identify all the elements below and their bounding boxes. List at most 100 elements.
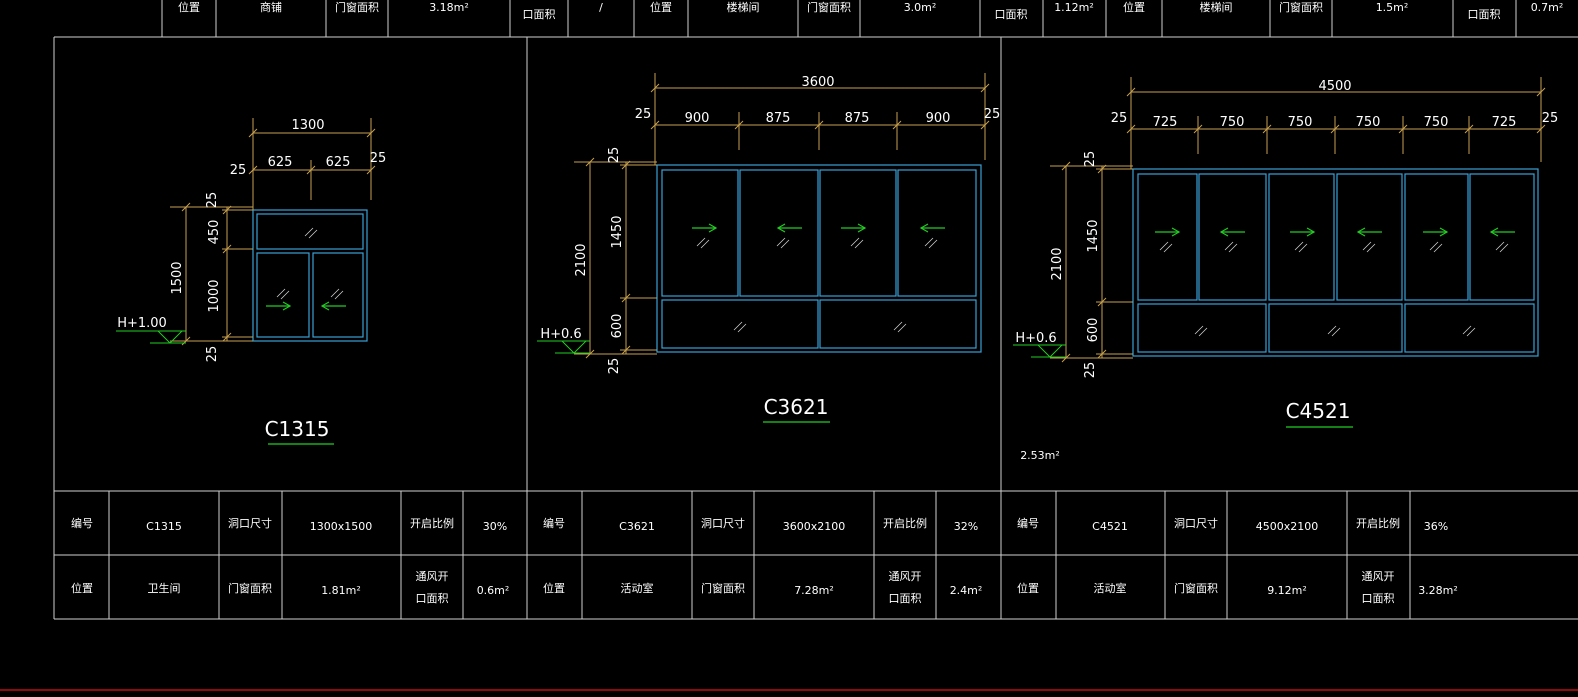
t2-code: C3621 [619,520,655,533]
top-cell-11: 1.12m² [1054,1,1094,14]
top-cell-1: 商铺 [260,0,282,14]
t1-vent-label-1: 通风开 [416,570,449,583]
c4521-width-2: 750 [1220,115,1245,130]
t2-vent-area: 2.4m² [950,584,983,597]
c4521-height-3: 600 [1086,318,1101,343]
t1-ratio-label: 开启比例 [410,516,454,530]
window-c1315-frame [252,209,368,342]
c4521-height-4: 25 [1083,362,1098,379]
window-c3621-glass-marks [696,237,938,333]
drawing-frame [53,36,1578,620]
c1315-gap-left: 25 [230,163,247,178]
c4521-width-6: 725 [1492,115,1517,130]
c1315-sill-marker [116,330,186,344]
window-c3621-dim-lines [574,73,990,359]
c3621-total-width: 3600 [801,75,834,90]
window-c1315-glass-marks [276,227,344,300]
t2-code-label: 编号 [543,516,565,530]
t2-area-label: 门窗面积 [701,581,745,595]
t1-area-label: 门窗面积 [228,581,272,595]
c3621-height-2: 1450 [610,215,625,248]
c4521-height-2: 1450 [1086,219,1101,252]
top-cell-2: 门窗面积 [335,0,379,14]
c1315-width-2: 625 [326,155,351,170]
c1315-width-1: 625 [268,155,293,170]
c3621-height-1: 25 [607,147,622,164]
t2-position-label: 位置 [543,581,565,595]
c4521-total-height: 2100 [1050,247,1065,280]
top-cell-17: 0.7m² [1531,1,1564,14]
t1-position: 卫生间 [148,581,181,595]
window-c1315: 1300 625 625 25 25 1500 25 450 1000 25 H… [116,118,386,445]
window-c1315-dim-lines [170,118,376,346]
c1315-title: C1315 [265,417,330,441]
t2-size-label: 洞口尺寸 [701,516,745,530]
c3621-height-4: 25 [607,358,622,375]
top-cell-13: 楼梯间 [1200,0,1233,14]
c4521-title: C4521 [1286,399,1351,423]
t3-code-label: 编号 [1017,516,1039,530]
t2-vent-label-2: 口面积 [889,592,922,605]
t3-size: 4500x2100 [1256,520,1319,533]
window-c4521: 4500 725 750 750 750 750 725 25 25 2100 … [1013,77,1558,462]
t1-vent-area: 0.6m² [477,584,510,597]
top-cell-5: / [599,1,603,14]
window-c4521-glass-marks [1159,241,1509,337]
t2-vent-label-1: 通风开 [889,570,922,583]
window-c3621-slide-arrows [692,223,945,233]
top-cell-6: 位置 [650,0,672,14]
top-cell-8: 门窗面积 [807,0,851,14]
window-c4521-frame [1132,168,1539,357]
t1-code-label: 编号 [71,516,93,530]
table-cell-lines [108,491,1411,619]
t3-ratio: 36% [1424,520,1448,533]
c1315-sill-label: H+1.00 [117,316,167,331]
t3-code: C4521 [1092,520,1128,533]
c4521-width-5: 750 [1424,115,1449,130]
c3621-gap-right: 25 [984,107,1001,122]
c3621-gap-left: 25 [635,107,652,122]
t2-size: 3600x2100 [783,520,846,533]
window-c3621: 3600 900 875 875 900 25 25 2100 25 1450 … [537,73,1001,423]
top-cell-7: 楼梯间 [727,0,760,14]
window-c3621-frame [656,164,982,353]
c3621-width-3: 875 [845,111,870,126]
top-cell-16: 口面积 [1468,8,1501,21]
c4521-width-4: 750 [1356,115,1381,130]
top-cell-4: 口面积 [523,8,556,21]
top-strip-table: 位置 商铺 门窗面积 3.18m² 口面积 / 位置 楼梯间 门窗面积 3.0m… [161,0,1564,37]
t3-vent-area: 3.28m² [1418,584,1458,597]
c1315-total-height: 1500 [170,261,185,294]
t3-position-label: 位置 [1017,581,1039,595]
c4521-gap-left: 25 [1111,111,1128,126]
c4521-sill-label: H+0.6 [1015,331,1056,346]
window-schedule-table: 编号 C1315 洞口尺寸 1300x1500 开启比例 30% 位置 卫生间 … [71,491,1458,619]
window-c4521-dim-lines [1050,77,1546,363]
c1315-total-width: 1300 [291,118,324,133]
c3621-title: C3621 [764,395,829,419]
window-c1315-slide-arrows [266,301,346,311]
c1315-height-1: 25 [205,192,220,209]
t3-vent-label-1: 通风开 [1362,570,1395,583]
t2-position: 活动室 [621,581,654,595]
c3621-width-4: 900 [926,111,951,126]
c3621-total-height: 2100 [574,243,589,276]
t2-ratio: 32% [954,520,978,533]
c4521-gap-right: 25 [1542,111,1559,126]
top-cell-15: 1.5m² [1376,1,1409,14]
t1-code: C1315 [146,520,182,533]
c3621-width-2: 875 [766,111,791,126]
c4521-extra-note: 2.53m² [1020,449,1060,462]
window-c4521-slide-arrows [1155,227,1515,237]
top-cell-14: 门窗面积 [1279,0,1323,14]
c3621-height-3: 600 [610,314,625,339]
t1-size-label: 洞口尺寸 [228,516,272,530]
t3-area: 9.12m² [1267,584,1307,597]
t3-size-label: 洞口尺寸 [1174,516,1218,530]
t1-area: 1.81m² [321,584,361,597]
c3621-sill-marker [537,340,590,354]
c4521-total-width: 4500 [1318,79,1351,94]
c4521-width-3: 750 [1288,115,1313,130]
t3-ratio-label: 开启比例 [1356,516,1400,530]
